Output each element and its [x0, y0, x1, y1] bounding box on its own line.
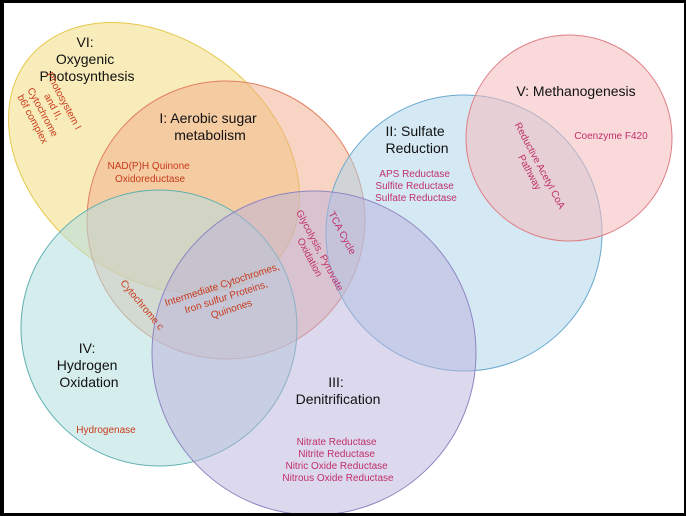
denitrification-enzymes-label: Nitrate Reductase Nitrite Reductase Nitr… [282, 437, 394, 484]
coenzyme-f420-label: Coenzyme F420 [574, 131, 648, 142]
hydrogenase-label: Hydrogenase [76, 425, 136, 436]
set-i-title: I: Aerobic sugar metabolism [159, 110, 260, 143]
set-vi-title: VI: Oxygenic Photosynthesis [40, 34, 135, 84]
nadph-quinone-label: NAD(P)H Quinone Oxidoreductase [107, 161, 192, 185]
set-ii-title: II: Sulfate Reduction [385, 123, 448, 156]
venn-diagram: VI: Oxygenic Photosynthesis I: Aerobic s… [7, 22, 673, 513]
set-iii-denitrification [151, 190, 477, 513]
set-v-methanogenesis [465, 34, 673, 242]
set-v-title: V: Methanogenesis [516, 83, 635, 99]
set-iii-title: III: Denitrification [296, 374, 381, 407]
diagram-canvas: VI: Oxygenic Photosynthesis I: Aerobic s… [4, 3, 684, 513]
set-iv-title: IV: Hydrogen Oxidation [57, 340, 122, 390]
sulfate-enzymes-label: APS Reductase Sulfite Reductase Sulfate … [375, 169, 457, 204]
